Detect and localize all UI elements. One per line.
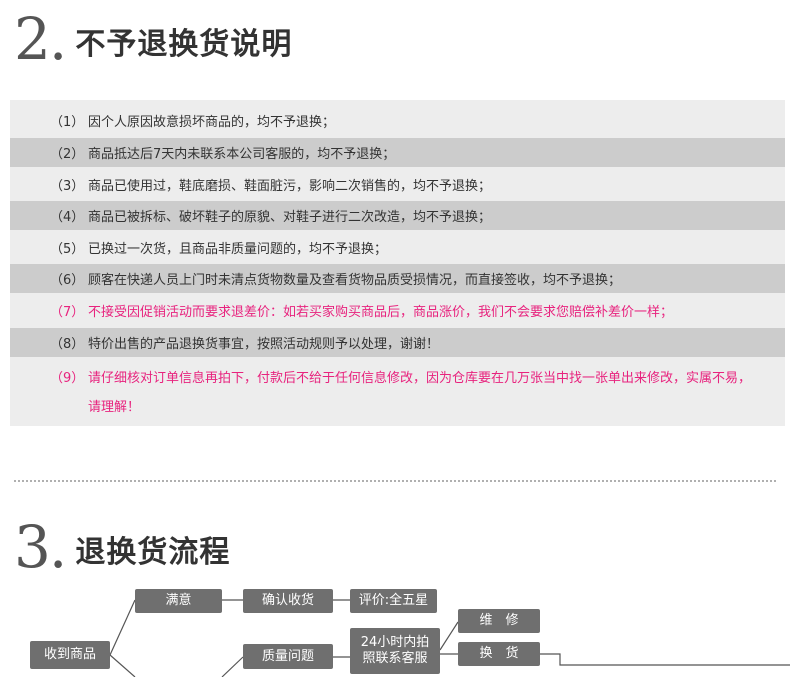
flow-step-rating: 评价:全五星 [350,589,437,613]
connector-line [439,621,459,651]
rule-number: （7） [50,305,85,320]
rule-text: 商品已被拆标、破坏鞋子的原貌、对鞋子进行二次改造，均不予退换； [88,210,492,225]
rule-text: 已换过一次货，且商品非质量问题的，均不予退换； [88,242,388,257]
rule-row: （6） 顾客在快递人员上门时未清点货物数量及查看货物品质受损情况，而直接签收，均… [10,264,785,293]
rule-number: （9） [50,371,85,386]
rule-row: （3） 商品已使用过，鞋底磨损、鞋面脏污，影响二次销售的，均不予退换； [10,170,785,199]
rule-text: 特价出售的产品退换货事宜，按照活动规则予以处理，谢谢！ [88,337,440,352]
rule-number: （4） [50,210,85,225]
no-return-rules-list: （1） 因个人原因故意损坏商品的，均不予退换； （2） 商品抵达后7天内未联系本… [10,100,785,426]
rule-number: （6） [50,273,85,288]
rule-number: （8） [50,337,85,352]
flow-step-quality: 质量问题 [243,644,333,669]
connector-line [221,656,244,677]
section-2-heading: 2. 不予退换货说明 [14,10,292,68]
rule-text: 因个人原因故意损坏商品的，均不予退换； [88,115,336,130]
rule-number: （2） [50,147,85,162]
rule-row: （7） 不接受因促销活动而要求退差价：如若买家购买商品后，商品涨价，我们不会要求… [10,296,785,325]
connector-line [109,654,136,677]
section-divider [14,480,776,482]
rule-number: （5） [50,242,85,257]
section-3-title: 退换货流程 [75,535,231,570]
section-2-number: 2. [14,5,67,73]
rule-row: （9） 请仔细核对订单信息再拍下，付款后不给于任何信息修改，因为仓库要在几万张当… [10,364,785,426]
rule-number: （1） [50,115,85,130]
rule-row: （8） 特价出售的产品退换货事宜，按照活动规则予以处理，谢谢！ [10,328,785,357]
flow-step-satisfied: 满意 [135,589,222,613]
connector-line [540,653,790,666]
flow-step-receive: 收到商品 [30,641,110,669]
section-3-number: 3. [14,513,67,581]
section-2-title: 不予退换货说明 [75,27,293,62]
flow-step-exchange: 换 货 [458,642,540,666]
connector-line [109,599,136,656]
rule-row: （5） 已换过一次货，且商品非质量问题的，均不予退换； [10,233,785,262]
rule-row: （4） 商品已被拆标、破坏鞋子的原貌、对鞋子进行二次改造，均不予退换； [10,201,785,230]
rule-row: （2） 商品抵达后7天内未联系本公司客服的，均不予退换； [10,138,785,167]
rule-text: 不接受因促销活动而要求退差价：如若买家购买商品后，商品涨价，我们不会要求您赔偿补… [88,305,674,320]
flow-step-repair: 维 修 [458,609,540,633]
flow-step-confirm: 确认收货 [243,589,333,613]
rule-text: 请仔细核对订单信息再拍下，付款后不给于任何信息修改，因为仓库要在几万张当中找一张… [88,371,752,415]
rule-text: 商品抵达后7天内未联系本公司客服的，均不予退换； [88,147,396,162]
flow-step-contact: 24小时内拍照联系客服 [350,628,440,674]
rule-row: （1） 因个人原因故意损坏商品的，均不予退换； [10,106,785,135]
rule-number: （3） [50,179,85,194]
rule-text: 商品已使用过，鞋底磨损、鞋面脏污，影响二次销售的，均不予退换； [88,179,492,194]
section-3-heading: 3. 退换货流程 [14,518,230,576]
rule-text: 顾客在快递人员上门时未清点货物数量及查看货物品质受损情况，而直接签收，均不予退换… [88,273,622,288]
